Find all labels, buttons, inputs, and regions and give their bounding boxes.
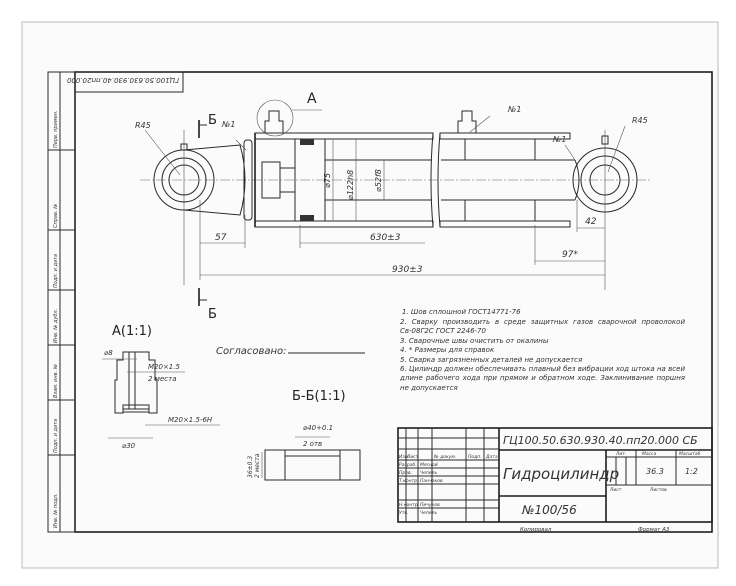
detail-a-view: А(1:1) [102,324,220,439]
stamp-label: Справ. № [53,204,59,228]
dim-630: 630±3 [370,233,401,243]
dim-d40: ⌀40+0.1 [303,424,333,432]
stamp-label: Инв. № подл. [53,494,59,529]
svg-text:ГЦ100.50.630.930.40.пп20.000: ГЦ100.50.630.930.40.пп20.000 [66,76,179,84]
svg-text:Б-Б(1:1): Б-Б(1:1) [292,389,346,404]
svg-text:А(1:1): А(1:1) [112,324,152,339]
cylinder-tube [254,99,580,228]
scale-value: 1:2 [685,467,698,476]
dim-height-note: 2 места [254,453,261,478]
dim-d30: ⌀30 [122,442,136,450]
dim-97: 97* [562,250,578,260]
callout-weld-left: №1 [221,120,235,129]
note: 3. Сварочные швы очистить от окалины [400,336,549,345]
section-bb-view: Б-Б(1:1) [261,389,361,481]
dim-height: 36±0.3 [247,456,254,478]
right-eye-mount [572,135,638,213]
detail-marker: А [307,91,317,107]
note: 5. Сварка загрязненных деталей не допуск… [400,355,583,364]
dim-d8: ⌀8 [104,349,113,357]
svg-text:Н.контр.: Н.контр. [399,502,419,508]
gland [464,138,536,161]
note: 6. Цилиндр должен обеспечивать плавный б… [400,365,685,392]
grease-nipple-icon [601,135,609,145]
dim-d40-note: 2 отв [303,440,322,448]
svg-text:Изм.: Изм. [399,454,410,460]
svg-text:Масса: Масса [642,451,657,457]
dimension-lines [199,200,605,280]
svg-text:Пров.: Пров. [399,470,412,476]
dim-rod-diameter: ⌀52f8 [374,169,383,192]
stamp-label: Взам. инв. № [53,364,59,398]
dim-thread-top: M20×1.5 [148,363,180,371]
section-marker-bottom: Б [208,307,217,322]
note: 4. * Размеры для справок [400,346,495,355]
port-fitting-right [457,110,477,133]
svg-text:Масштаб: Масштаб [679,451,701,457]
dim-57: 57 [215,233,227,243]
svg-text:Пичуков: Пичуков [420,502,440,508]
svg-text:Панчаков: Панчаков [420,478,443,484]
detail-a-circle [256,99,294,137]
drawing-designation: ГЦ100.50.630.930.40.пп20.000 СБ [503,434,698,447]
svg-text:1. Шов сплошной ГОСТ14771-76: 1. Шов сплошной ГОСТ14771-76 [402,308,521,316]
callout-radius-left: R45 [135,121,151,130]
callout-weld-rod: №1 [552,135,566,144]
svg-text:Мясной: Мясной [420,462,438,468]
stamp-label: Инв. № дубл. [53,309,59,343]
svg-text:Чепель: Чепель [420,470,437,476]
stamp-code-box: ГЦ100.50.630.930.40.пп20.000 [66,71,184,93]
svg-text:Утв.: Утв. [399,510,408,516]
drawing-number: №100/56 [521,503,577,517]
callout-weld-right: №1 [507,105,521,114]
approved-label: Согласовано: [216,346,287,357]
svg-text:Разраб.: Разраб. [399,462,417,468]
svg-text:Лит.: Лит. [615,451,626,457]
svg-text:Лист: Лист [609,487,622,493]
callout-radius-right: R45 [632,116,648,125]
note: 2. Сварку производить в среде защитных г… [400,318,685,336]
left-eye-mount [153,139,253,221]
stamp-label: Подп. и дата [53,254,59,288]
svg-text:Дата: Дата [485,454,498,460]
title-block: Изм. Лист № докум. Подп. Дата Разраб. Пр… [397,427,713,533]
svg-text:№ докум.: № докум. [433,454,456,460]
sheet-edge [21,21,719,569]
copied-label: Копировал [520,527,552,533]
dim-thread-note: 2 места [148,375,176,383]
svg-text:Чепель: Чепель [420,510,437,516]
section-marker-top: Б [208,113,217,128]
stamp-label: Перв. примен. [53,110,59,148]
dim-930: 930±3 [392,265,423,275]
left-stamp-column: Перв. примен. Справ. № Подп. и дата Инв.… [47,71,76,533]
dim-42: 42 [585,217,597,227]
svg-text:Подп.: Подп. [468,454,482,460]
grease-nipple-icon [180,143,188,151]
dim-outer-diameter: ⌀122h8 [346,170,355,200]
mass-value: 36.3 [646,467,664,476]
drawing-name: Гидроцилиндр [503,465,619,483]
technical-notes: 1. Шов сплошной ГОСТ14771-76 2. Сварку п… [400,308,685,392]
stamp-label: Подп. и дата [53,419,59,453]
svg-text:Листов: Листов [649,487,667,493]
dim-thread-bottom: M20×1.5-6H [168,416,213,424]
svg-text:Лист: Лист [406,454,419,460]
dim-bore: ⌀75 [323,173,332,188]
format-label: Формат А3 [638,527,670,533]
port-fitting-left [264,110,284,133]
svg-text:Т.контр.: Т.контр. [399,478,419,484]
